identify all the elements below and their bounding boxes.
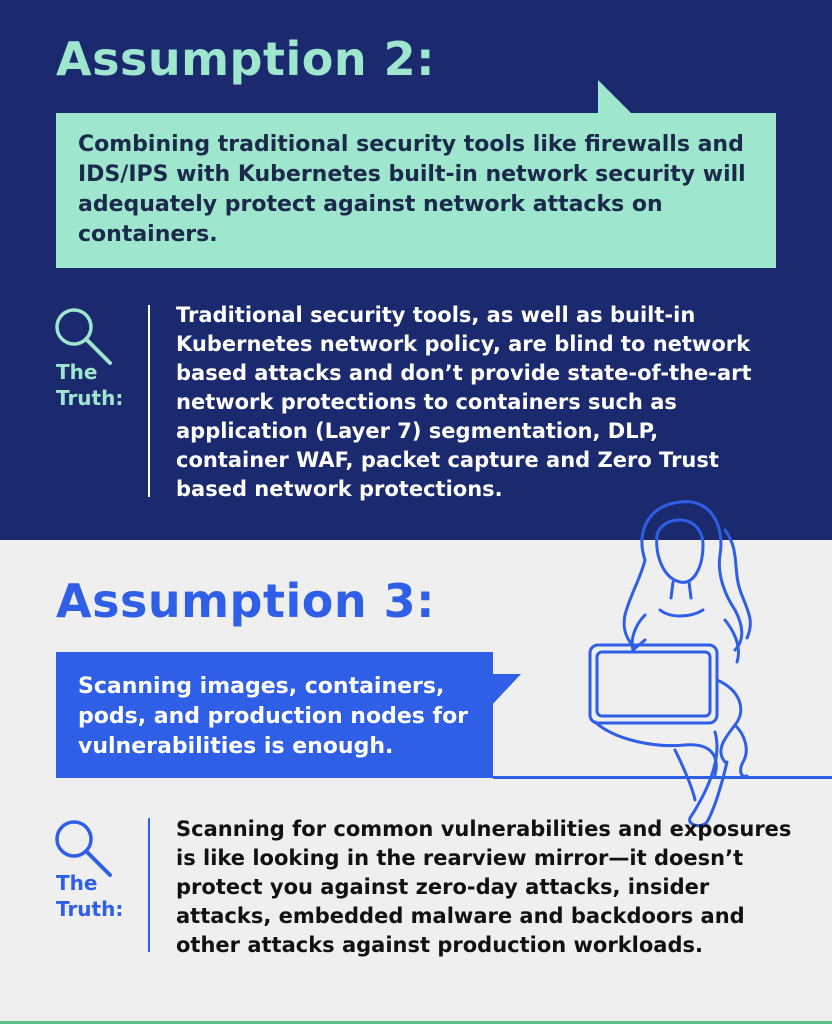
truth-label-line2: Truth: [56,386,124,410]
assumption-3-bubble: Scanning images, containers, pods, and p… [56,652,493,778]
speech-bubble-tail [598,80,632,114]
truth-label: The Truth: [56,870,123,922]
assumption-2-heading: Assumption 2: [56,32,435,86]
truth-label-line1: The [56,871,98,895]
truth-divider [148,818,150,952]
assumption-2-truth-text: Traditional security tools, as well as b… [176,303,752,501]
assumption-3-truth-text: Scanning for common vulnerabilities and … [176,817,792,957]
magnifier-icon [55,820,112,877]
assumption-3-heading: Assumption 3: [56,574,435,628]
assumption-3-section [0,540,832,1024]
truth-label-line1: The [56,360,98,384]
truth-label: The Truth: [56,359,123,411]
assumption-2-bubble: Combining traditional security tools lik… [56,113,776,268]
floor-line [493,776,832,779]
magnifier-icon [55,308,112,365]
speech-bubble-tail [491,674,521,706]
truth-label-line2: Truth: [56,897,124,921]
assumption-2-section [0,0,832,540]
truth-divider [148,305,150,497]
person-with-laptop-illustration [588,500,752,828]
bottom-rule [0,1021,832,1024]
